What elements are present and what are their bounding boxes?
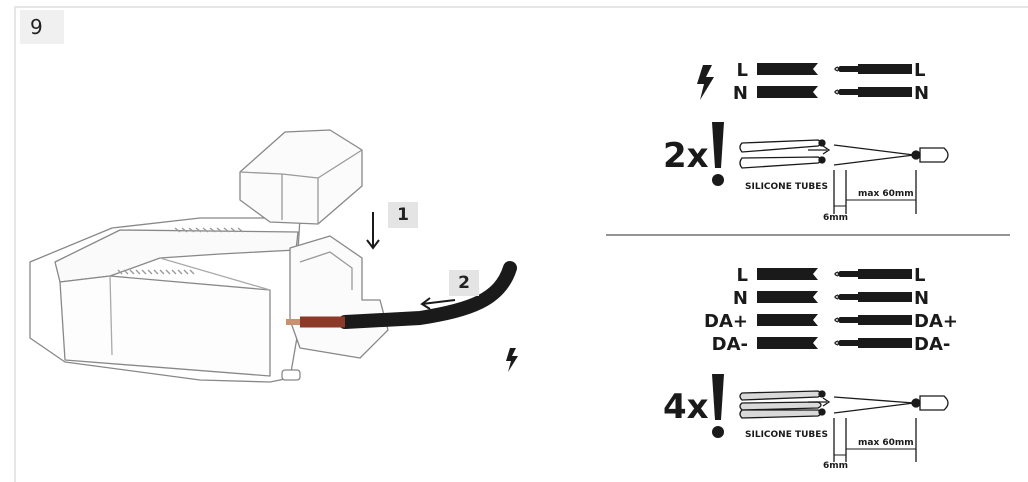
driver-screw-tab [281, 369, 301, 381]
arrow-1-label: 1 [388, 202, 418, 228]
bottom-wire-label-left: N [733, 288, 748, 309]
step-number: 9 [20, 10, 64, 44]
top-wire-label-left: L [737, 60, 748, 81]
bottom-cable-end [757, 268, 818, 280]
bottom-wire-label-left: DA- [712, 334, 748, 355]
power-cable [338, 261, 517, 329]
top-cable-end [757, 63, 818, 75]
bottom-wire-row: DA- DA- [712, 334, 951, 355]
frame-left-border [14, 6, 16, 482]
top-stripped-wire [837, 87, 912, 97]
bottom-stripped-wire [837, 269, 912, 279]
bottom-cable-end [757, 337, 818, 349]
top-strip-length: 6mm [823, 213, 848, 223]
bottom-strip-length: 6mm [823, 461, 848, 471]
power-bolt-icon [506, 348, 518, 372]
bottom-cable-end [757, 314, 818, 326]
top-wire-label-right: N [914, 83, 929, 104]
bottom-wire-label-right: L [914, 265, 925, 286]
bottom-wire-label-right: DA- [914, 334, 950, 355]
arrow-2-icon [420, 297, 456, 310]
terminal-cover [239, 129, 363, 225]
bottom-wire-label-left: L [737, 265, 748, 286]
top-cable-end [757, 86, 818, 98]
top-warning-icon [712, 122, 724, 186]
bottom-stripped-wire [837, 315, 912, 325]
arrow-2-label: 2 [449, 270, 479, 296]
bottom-max-length: max 60mm [858, 438, 914, 448]
driver-vent-side [117, 269, 195, 275]
bottom-cable-end [757, 291, 818, 303]
top-multiplier: 2x [663, 136, 709, 176]
top-tube-illustration [739, 139, 949, 214]
bottom-wire-label-left: DA+ [704, 311, 748, 332]
frame-top-border [14, 6, 1028, 8]
bottom-multiplier: 4x [663, 387, 709, 427]
bottom-stripped-wire [837, 338, 912, 348]
top-tubes-label: SILICONE TUBES [745, 182, 828, 192]
top-wire-label-left: N [733, 83, 748, 104]
bottom-tube-illustration [739, 390, 949, 462]
bottom-tubes-label: SILICONE TUBES [745, 430, 828, 440]
bottom-wire-label-right: N [914, 288, 929, 309]
bottom-wire-row: DA+ DA+ [704, 311, 958, 332]
top-stripped-wire [837, 64, 912, 74]
top-power-bolt-icon [697, 65, 714, 100]
top-max-length: max 60mm [858, 189, 914, 199]
top-wire-label-right: L [914, 60, 925, 81]
bottom-warning-icon [712, 374, 724, 438]
bottom-stripped-wire [837, 292, 912, 302]
bottom-wire-label-right: DA+ [914, 311, 958, 332]
driver-vent-top [174, 227, 244, 233]
arrow-1-icon [366, 212, 380, 250]
